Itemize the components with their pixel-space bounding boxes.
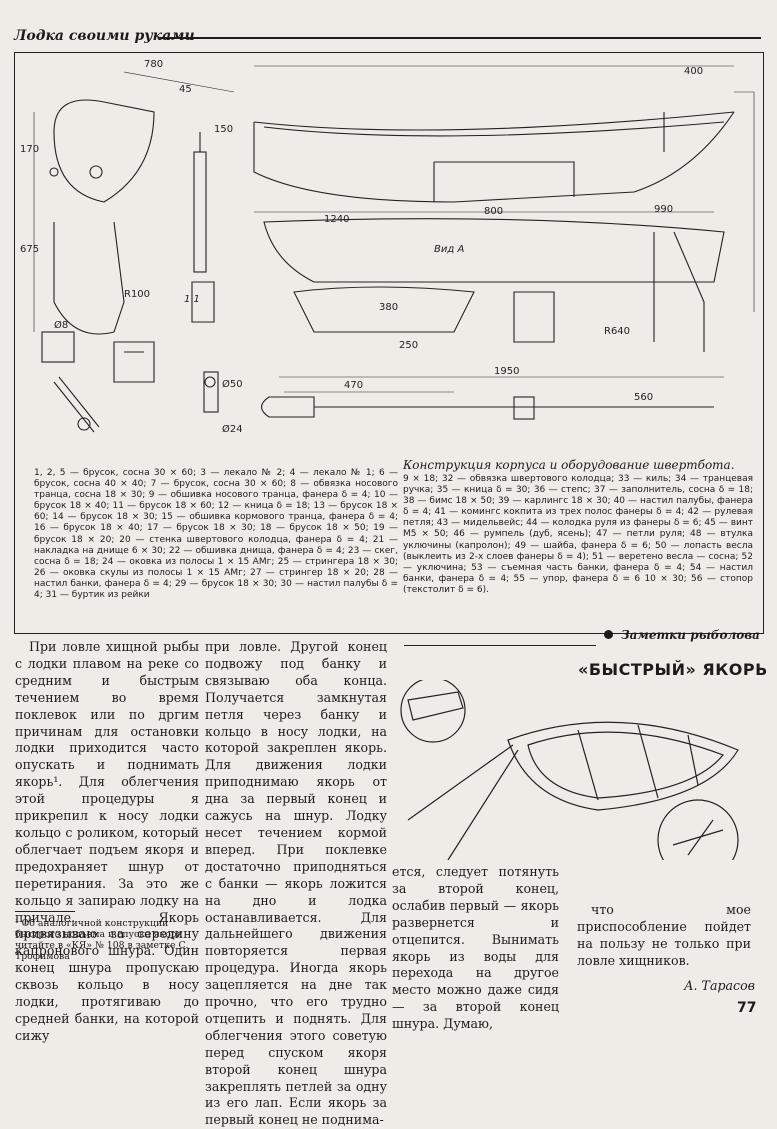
dim-380: 380: [379, 302, 398, 313]
drawing-frame: [14, 52, 764, 634]
dim-780: 780: [144, 59, 163, 70]
legend-left: 1, 2, 5 — брусок, сосна 30 × 60; 3 — лек…: [34, 468, 398, 601]
drawing-caption: Конструкция корпуса и оборудование шверт…: [403, 458, 735, 472]
rubric-label: Заметки рыболова: [621, 628, 760, 642]
construction-drawing: 780 45 150 170 675 R100 Ø8 Ø50 Ø24 400 9…: [20, 59, 755, 435]
dim-170: 170: [20, 144, 39, 155]
article-column-1: При ловле хищной рыбы с лодки плавом на …: [15, 639, 199, 1043]
author-signature: А. Тарасов: [684, 978, 755, 993]
dim-R640: R640: [604, 326, 630, 337]
bullet-icon: [604, 630, 613, 639]
dim-250: 250: [399, 340, 418, 351]
dim-R100: R100: [124, 289, 150, 300]
footnote: ¹ Об аналогичной конструкции быстрого по…: [15, 918, 189, 962]
dim-800: 800: [484, 206, 503, 217]
view-a-label: Вид А: [434, 244, 464, 255]
legend-right: 9 × 18; 32 — обвязка швертового колодца;…: [403, 474, 753, 595]
article-column-2: при ловле. Другой конец подвожу под банк…: [205, 639, 387, 1128]
rubric: Заметки рыболова: [604, 628, 760, 642]
dim-1240: 1240: [324, 214, 349, 225]
dim-150: 150: [214, 124, 233, 135]
page-number: 77: [737, 1000, 757, 1016]
dim-675: 675: [20, 244, 39, 255]
dim-1950: 1950: [494, 366, 519, 377]
dim-560: 560: [634, 392, 653, 403]
section-label: 1 1: [184, 294, 200, 305]
boat-illustration: [400, 680, 739, 860]
dim-o50: Ø50: [222, 378, 243, 390]
dim-45: 45: [179, 84, 192, 95]
dim-470: 470: [344, 380, 363, 391]
article-title: «БЫСТРЫЙ» ЯКОРЬ: [578, 660, 768, 679]
header-rule: [160, 37, 761, 39]
article-column-3a: ется, следует потянуть за второй конец, …: [392, 864, 559, 1032]
dim-400: 400: [684, 66, 703, 77]
dim-990: 990: [654, 204, 673, 215]
article-column-3b: что мое приспособление пойдет на пользу …: [577, 902, 751, 968]
rubric-rule: [404, 645, 596, 646]
footnote-rule: [15, 911, 75, 912]
running-header: Лодка своими руками: [14, 28, 195, 44]
dim-o8: Ø8: [54, 319, 68, 331]
dim-o24: Ø24: [222, 423, 243, 435]
